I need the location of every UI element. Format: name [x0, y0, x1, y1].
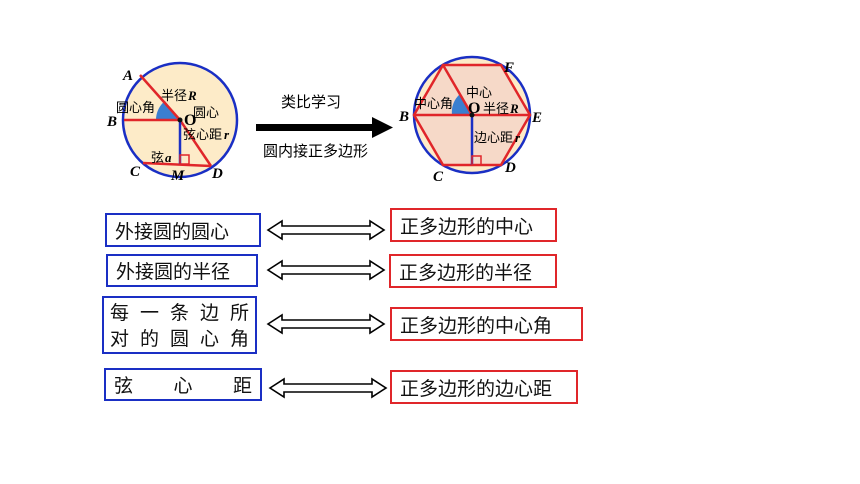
circle-radius-box: 外接圆的半径 — [106, 254, 258, 287]
label-center: 圆心 — [193, 106, 219, 121]
apothem-char-2: 心 — [173, 375, 193, 397]
label-radius: 半径 — [161, 89, 187, 104]
label-chord-symbol: a — [165, 150, 172, 165]
label-apothem-symbol: r — [224, 127, 230, 142]
apothem-box: 弦 心 距 — [104, 368, 262, 401]
arrow-top-label: 类比学习 — [281, 93, 341, 111]
label-C: C — [130, 164, 141, 180]
label-radius-symbol: R — [187, 88, 197, 103]
hex-label-C: C — [433, 169, 444, 185]
right-circle-figure — [412, 55, 532, 175]
label-central-angle: 圆心角 — [116, 101, 155, 116]
hex-label-apothem: 边心距 — [474, 131, 513, 146]
label-A: A — [122, 68, 133, 84]
double-arrow-4 — [268, 377, 388, 399]
label-D: D — [211, 166, 223, 182]
central-angle-box: 每 一 条 边 所 对 的 圆 心 角 — [102, 296, 257, 354]
central-angle-line-2: 对 的 圆 心 角 — [110, 328, 249, 350]
hex-label-O: O — [468, 100, 480, 117]
double-arrow-3 — [266, 313, 386, 335]
polygon-center-box: 正多边形的中心 — [390, 208, 557, 242]
polygon-radius-text: 正多边形的半径 — [399, 261, 533, 284]
right-angle-mark — [179, 154, 190, 165]
diagram: A B C M D O 圆心角 半径 R 圆心 弦心距 r 弦 a 类比学习 圆… — [106, 55, 542, 185]
label-chord: 弦 — [151, 150, 164, 166]
polygon-central-angle-box: 正多边形的中心角 — [390, 307, 583, 341]
label-O: O — [184, 112, 196, 129]
radius-oa — [139, 74, 181, 121]
hex-center-dot — [469, 112, 475, 118]
label-M: M — [170, 168, 185, 184]
polygon-radius-box: 正多边形的半径 — [389, 254, 557, 288]
polygon-apothem-text: 正多边形的边心距 — [400, 377, 553, 400]
double-arrow-2 — [266, 259, 386, 281]
hex-central-angle-wedge — [451, 94, 472, 115]
arrow-bottom-label: 圆内接正多边形 — [263, 142, 368, 160]
hex-label-center: 中心 — [466, 86, 492, 101]
hex-label-apothem-symbol: r — [515, 130, 521, 145]
central-angle-wedge — [155, 101, 180, 120]
apothem-char-1: 弦 — [114, 375, 134, 397]
label-apothem: 弦心距 — [183, 127, 222, 143]
center-dot — [177, 117, 183, 123]
hex-label-B: B — [398, 109, 409, 125]
hex-label-radius-symbol: R — [509, 101, 519, 116]
circle-center-text: 外接圆的圆心 — [115, 220, 230, 243]
polygon-apothem-box: 正多边形的边心距 — [390, 370, 578, 404]
hex-label-D: D — [504, 160, 516, 176]
circle-center-box: 外接圆的圆心 — [105, 213, 261, 247]
hex-label-radius: 半径 — [483, 102, 509, 117]
chord-cd — [142, 161, 212, 168]
central-angle-line-1: 每 一 条 边 所 — [110, 302, 249, 324]
analogy-arrow — [256, 117, 393, 138]
hex-radius-oa — [441, 64, 474, 116]
hex-label-E: E — [531, 110, 542, 126]
apothem-char-3: 距 — [232, 375, 252, 397]
hex-label-F: F — [503, 60, 514, 76]
circle-radius-text: 外接圆的半径 — [116, 261, 231, 283]
hex-label-central-angle: 中心角 — [414, 97, 453, 112]
double-arrow-1 — [266, 219, 386, 241]
hex-right-angle-mark — [471, 155, 482, 166]
radius-od — [178, 119, 213, 167]
label-B: B — [106, 114, 117, 130]
left-circle-figure — [121, 61, 239, 179]
polygon-center-text: 正多边形的中心 — [400, 215, 534, 238]
polygon-central-angle-text: 正多边形的中心角 — [400, 314, 553, 337]
